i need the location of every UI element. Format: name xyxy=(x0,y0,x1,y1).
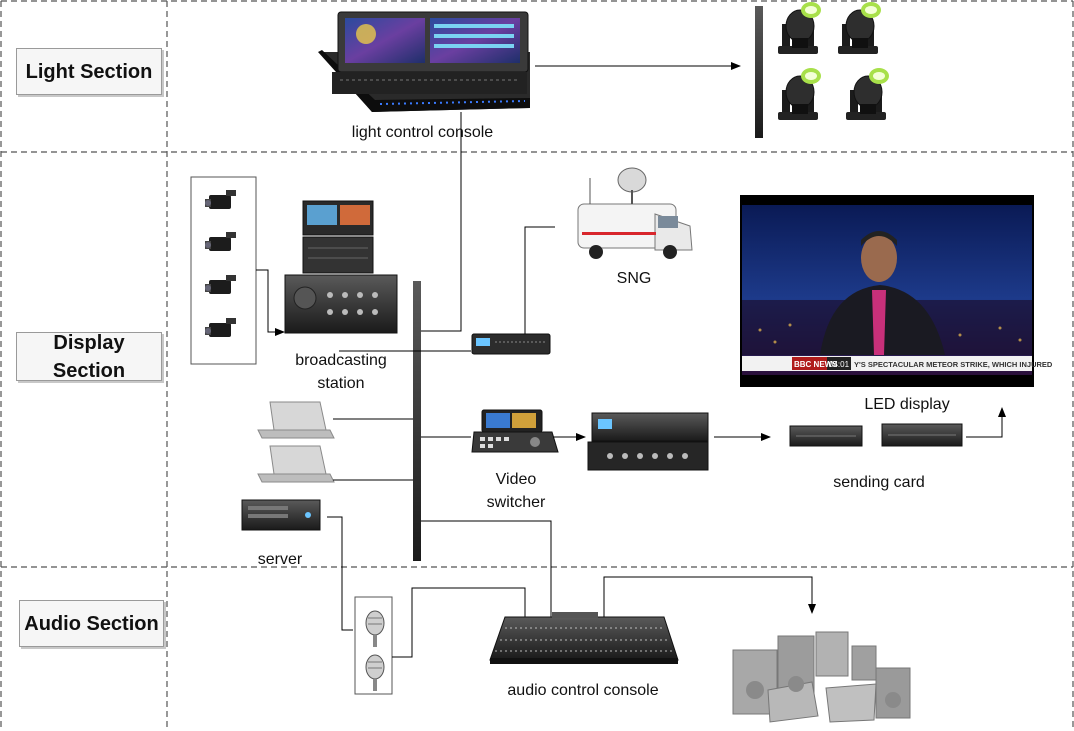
led-display-screen xyxy=(740,195,1034,387)
audio-console-caption: audio control console xyxy=(507,682,659,699)
server-to-mic-line xyxy=(327,516,353,631)
broadcasting-caption-line1: broadcasting xyxy=(295,352,387,369)
mic-to-audio-console-line xyxy=(392,587,526,658)
audio-section-label: Audio Section xyxy=(19,600,164,647)
video-switcher-image xyxy=(471,409,559,453)
moving-head-light-2 xyxy=(838,2,881,54)
speaker-7 xyxy=(825,683,877,723)
display-section-label: Display Section xyxy=(16,331,162,382)
video-processor-device xyxy=(471,333,551,355)
speaker-3 xyxy=(815,631,849,677)
moving-head-light-1 xyxy=(778,2,821,54)
signal-bus-bar xyxy=(413,281,421,561)
camcorder-1 xyxy=(205,190,236,209)
display-section-text-1: Display xyxy=(53,331,125,354)
laptop-1 xyxy=(257,401,335,439)
camera-group xyxy=(190,176,257,365)
microphone-2 xyxy=(365,654,385,691)
video-switcher-caption: Video switcher xyxy=(472,468,560,514)
broadcasting-station-caption: broadcasting station xyxy=(280,349,402,395)
light-console-caption: light control console xyxy=(351,124,494,141)
audio-section-text: Audio Section xyxy=(24,612,159,635)
sending-card-1 xyxy=(789,425,863,447)
sng-caption: SNG xyxy=(616,270,652,287)
cameras-to-station-arrow xyxy=(256,269,285,336)
moving-head-light-3 xyxy=(778,68,821,120)
tv-channel-logo: BBC NEWS xyxy=(794,360,838,369)
console-to-speakers-arrow xyxy=(603,576,816,617)
microphone-1 xyxy=(365,610,385,647)
speaker-group xyxy=(732,631,911,723)
sending-card-caption: sending card xyxy=(833,474,925,491)
video-switcher-caption-line1: Video xyxy=(495,471,537,488)
tv-ticker: Y'S SPECTACULAR METEOR STRIKE, WHICH INJ… xyxy=(854,360,1053,369)
server-image xyxy=(241,499,321,531)
camcorder-4 xyxy=(205,318,236,337)
processor-to-sng-line xyxy=(524,226,555,334)
light-truss-bar xyxy=(755,6,763,138)
led-display-caption: LED display xyxy=(864,396,950,413)
laptop-2 xyxy=(257,445,335,483)
microphone-group xyxy=(354,596,393,695)
broadcasting-caption-line2: station xyxy=(317,375,365,392)
light-section-text: Light Section xyxy=(25,60,153,83)
sending-card-2 xyxy=(881,423,963,447)
led-processor-stack xyxy=(587,412,709,471)
broadcasting-station-image xyxy=(284,200,398,334)
camcorder-3 xyxy=(205,275,236,294)
server-caption: server xyxy=(257,551,303,568)
sending-card-to-led-arrow xyxy=(966,407,1006,438)
camcorder-2 xyxy=(205,232,236,251)
speaker-4 xyxy=(851,645,877,681)
tv-time: 04:01 xyxy=(829,360,850,369)
audio-control-console-image xyxy=(489,612,679,664)
moving-head-light-4 xyxy=(846,68,889,120)
presenter-head xyxy=(861,234,897,282)
display-section-text-2: Section xyxy=(52,359,126,382)
sng-van-image xyxy=(577,167,693,259)
light-control-console-image xyxy=(318,11,530,112)
console-to-bus-line xyxy=(421,112,462,332)
video-switcher-caption-line2: switcher xyxy=(486,494,546,511)
bus-to-audio-console-line xyxy=(421,520,552,617)
light-section-label: Light Section xyxy=(16,48,162,95)
